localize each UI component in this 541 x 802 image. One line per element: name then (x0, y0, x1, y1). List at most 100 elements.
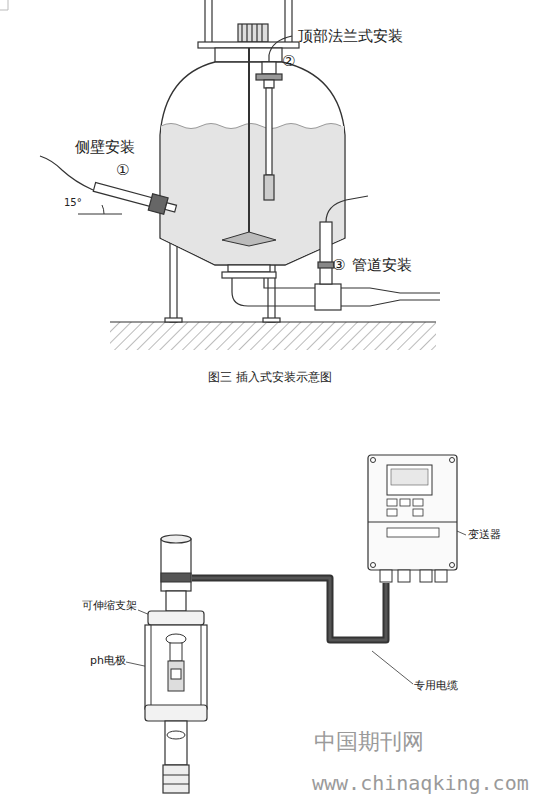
callout-text: 管道安装 (352, 256, 412, 274)
top-flange-sensor-part (256, 74, 282, 80)
pipe-part (232, 278, 315, 306)
side-wall-sensor-part-part (93, 183, 153, 207)
tank (160, 48, 345, 278)
node-label: 可伸缩支架 (82, 599, 137, 612)
side-wall-sensor-part (92, 179, 178, 217)
motor-column-part (204, 0, 205, 42)
transmitter-shape-part (387, 509, 397, 516)
telescopic-holder-shape-part (170, 643, 182, 661)
transmitter-shape-part (435, 570, 447, 582)
telescopic-holder-shape-part (165, 721, 187, 765)
transmitter-shape-part (413, 499, 423, 506)
telescopic-holder-shape-part (171, 669, 181, 679)
telescopic-holder: 可伸缩支架 (160, 535, 192, 800)
pipe-sensor-part (318, 262, 334, 268)
transmitter-shape-part (371, 563, 376, 568)
tank-part (161, 124, 344, 265)
side-wall-sensor (40, 156, 178, 217)
transmitter-shape-part (450, 458, 455, 463)
motor-column-part (211, 0, 212, 42)
angle-dimension: 15° (64, 197, 82, 209)
motor-column-part (256, 24, 257, 42)
cable-connector (192, 578, 386, 640)
callout-number: ① (116, 161, 129, 179)
pipe-part (341, 300, 440, 306)
motor-column-part (238, 24, 268, 42)
ground (110, 322, 436, 350)
watermark: 中国期刊网 (314, 729, 424, 755)
callout-text: 顶部法兰式安装 (298, 27, 403, 45)
pipe-part (315, 284, 341, 310)
top-flange-sensor-part (264, 175, 274, 200)
frame-corner-part (0, 0, 8, 10)
side-wall-sensor-part (78, 214, 122, 215)
pipe-part (264, 278, 315, 288)
top-flange-sensor-part (266, 88, 272, 175)
ground-part (110, 322, 436, 350)
figure-caption: 图三 插入式安装示意图 (208, 370, 332, 384)
telescopic-holder-shape-part (163, 784, 189, 785)
part-label: ph电极 (90, 654, 126, 667)
transmitter-shape-part (400, 499, 410, 506)
transmitter-shape-part (371, 458, 376, 463)
telescopic-holder-shape-part (145, 705, 207, 721)
motor-column-part (241, 24, 242, 42)
tank-part (222, 232, 276, 246)
motor-column-part (284, 0, 285, 42)
pipe-sensor-part (320, 222, 332, 284)
telescopic-holder-shape-part (167, 731, 185, 739)
motor-column-part (246, 24, 247, 42)
side-wall-sensor-part (40, 156, 93, 190)
transmitter-shape-part (420, 570, 432, 582)
transmitter-shape-part (387, 528, 439, 537)
pipe (232, 278, 440, 310)
telescopic-holder-shape-part (151, 625, 152, 709)
transmitter: 变送器 (365, 455, 460, 583)
tank-legs-part (170, 236, 177, 322)
telescopic-holder-shape (160, 535, 192, 800)
telescopic-holder-shape-part (168, 661, 184, 691)
transmitter-shape-part (413, 509, 423, 516)
leader-lines-part (372, 651, 413, 684)
cable-line (192, 578, 386, 640)
pipe-part (341, 288, 440, 293)
telescopic-holder-shape-part (163, 775, 189, 776)
callout-text: 侧壁安装 (75, 138, 135, 156)
telescopic-holder-shape-part (161, 535, 191, 543)
telescopic-holder-shape-part (148, 611, 204, 625)
transmitter-shape-part (391, 469, 428, 485)
tank-legs-part (165, 318, 182, 322)
cable-core (192, 578, 386, 640)
pipe-sensor-part (326, 196, 368, 222)
tank-legs-part (263, 318, 280, 322)
callout-number: ② (282, 52, 295, 70)
side-wall-sensor-part-part (165, 203, 176, 212)
side-wall-sensor-part (102, 205, 104, 214)
telescopic-holder-shape-part (163, 765, 189, 793)
tank-part (222, 272, 276, 278)
edge-label: 专用电缆 (414, 679, 458, 692)
transmitter-shape-part (398, 570, 410, 582)
watermark: www.chinaqking.com (312, 771, 529, 795)
top-flange-sensor-part (264, 80, 274, 88)
telescopic-holder-shape-part (166, 591, 186, 611)
callout-number: ③ (332, 256, 345, 274)
transmitter-shape-part (450, 563, 455, 568)
telescopic-holder-shape-part (161, 573, 191, 582)
telescopic-holder-shape-part (201, 625, 202, 709)
tank-part (228, 265, 270, 272)
telescopic-holder-shape-part (145, 625, 207, 709)
motor-column (198, 0, 299, 48)
top-flange-sensor-part (262, 62, 276, 74)
transmitter-shape-part (387, 499, 397, 506)
node-label: 变送器 (468, 528, 501, 541)
transmitter-shape-part (380, 570, 392, 582)
transmitter-shape-part (387, 465, 432, 495)
tank-part (160, 62, 345, 265)
motor-column-part (261, 24, 262, 42)
transmitter-shape-part (368, 455, 457, 570)
tank-part (248, 48, 250, 238)
motor-column-part (198, 42, 299, 48)
